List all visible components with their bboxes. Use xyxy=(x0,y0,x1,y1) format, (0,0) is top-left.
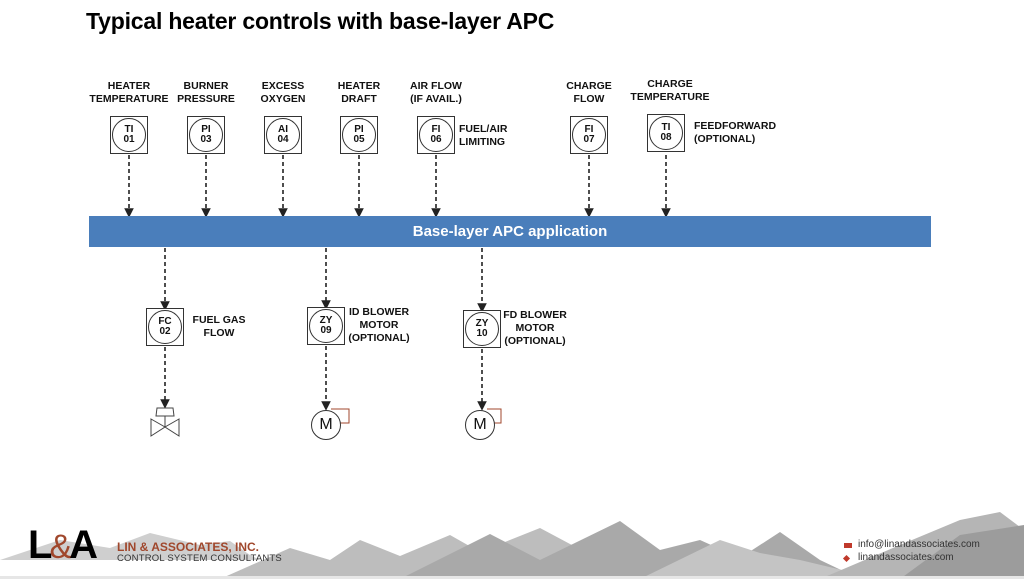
company-logo: L&A xyxy=(28,523,98,567)
input-label: AIR FLOW(IF AVAIL.) xyxy=(410,80,462,105)
email-icon xyxy=(844,543,852,548)
motor-lead-icon xyxy=(331,408,350,424)
email-link[interactable]: info@linandassociates.com xyxy=(858,539,980,550)
apc-application-bar: Base-layer APC application xyxy=(89,216,931,247)
ti08-side-label: FEEDFORWARD(OPTIONAL) xyxy=(694,120,777,145)
motor-lead-icon xyxy=(487,408,502,424)
website-link[interactable]: linandassociates.com xyxy=(858,552,954,563)
control-valve-icon xyxy=(150,407,180,437)
company-tagline: CONTROL SYSTEM CONSULTANTS xyxy=(117,553,282,564)
fd-blower-motor-icon[interactable]: M xyxy=(465,410,495,440)
id-blower-motor-icon[interactable]: M xyxy=(311,410,341,440)
company-name: LIN & ASSOCIATES, INC. xyxy=(117,540,260,554)
page-title: Typical heater controls with base-layer … xyxy=(86,8,555,34)
